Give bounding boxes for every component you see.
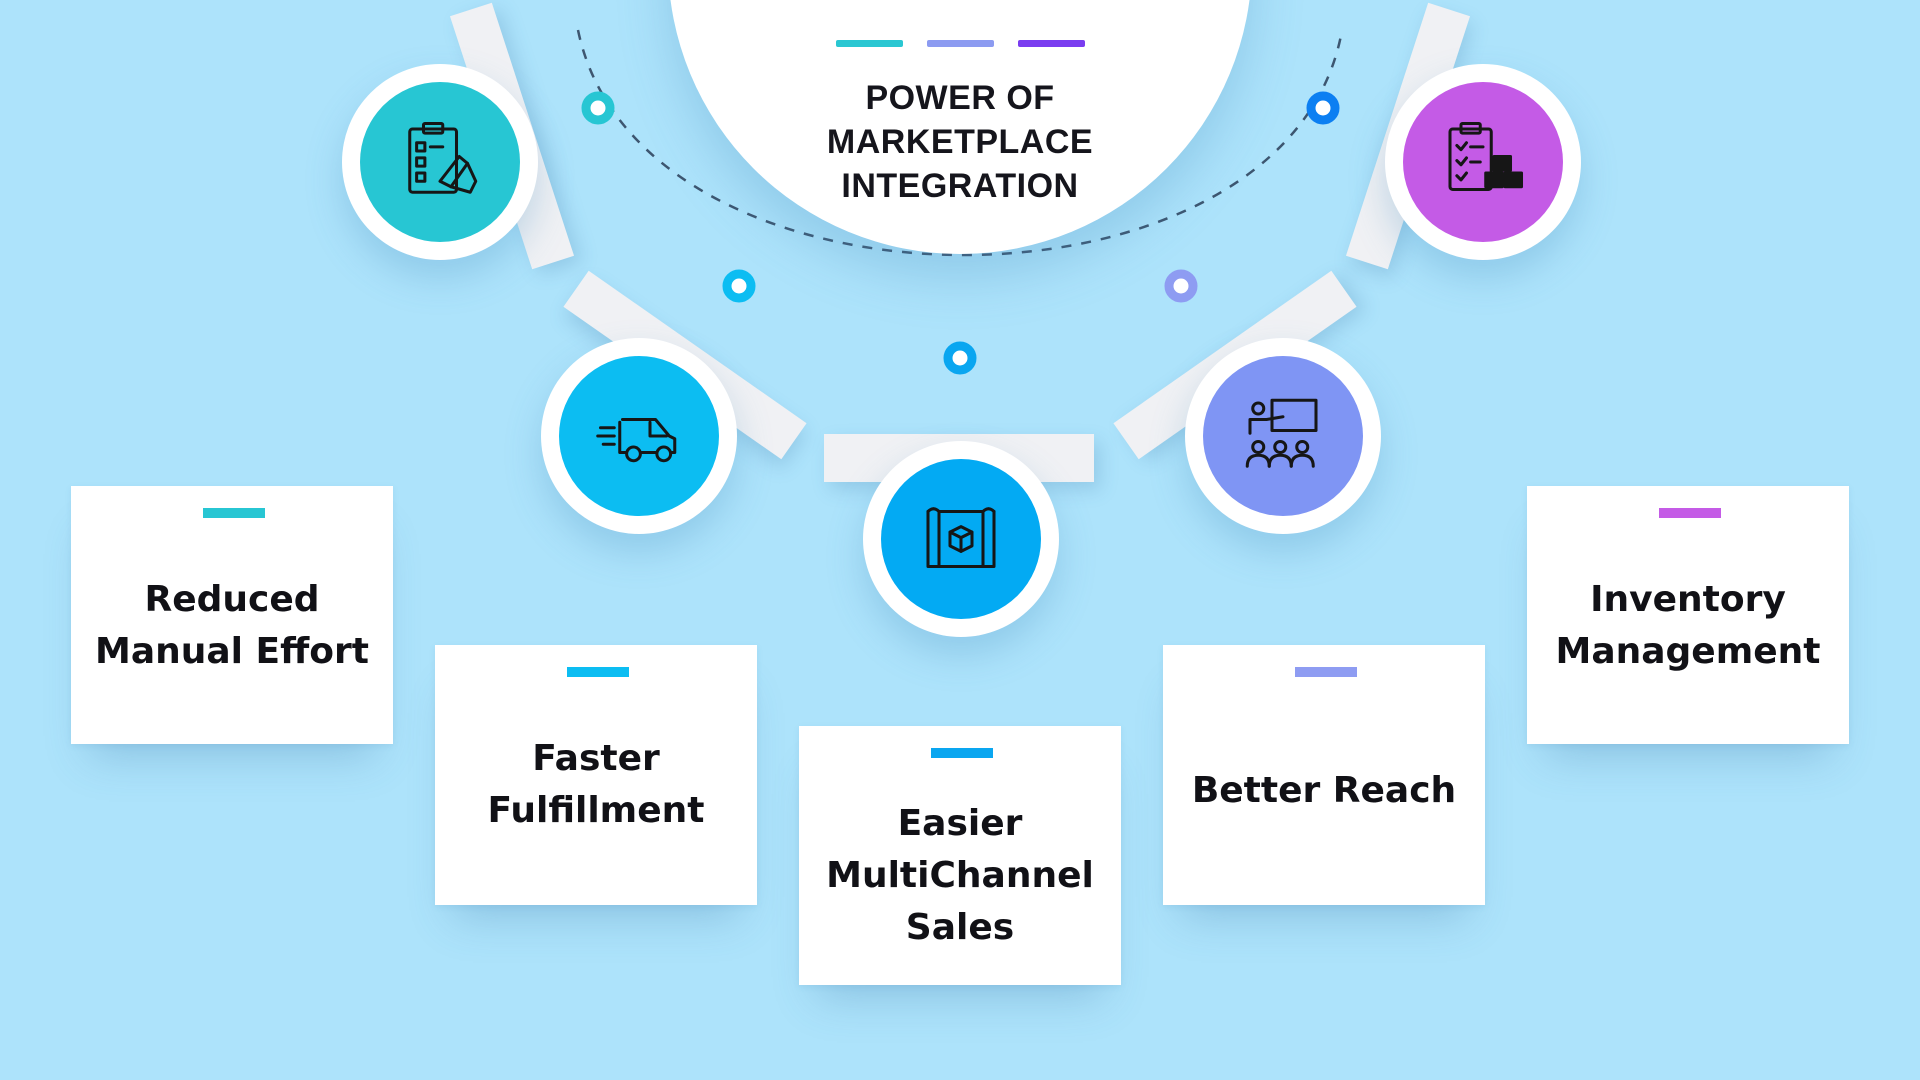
hub-bar-3 [1018,40,1085,47]
presentation-audience-icon [1245,398,1318,468]
icon-ring-1 [342,64,538,260]
card-3: Easier MultiChannel Sales [799,726,1121,985]
card-4: Better Reach [1163,645,1485,905]
card-2-accent-bar [567,667,629,677]
icon-ring-2 [541,338,737,534]
card-5-accent-bar [1659,508,1721,518]
card-1-accent-bar [203,508,265,518]
icon-disc-2 [559,356,719,516]
card-2: Faster Fulfillment [435,645,757,905]
arc-dot-3 [943,341,977,375]
card-1: Reduced Manual Effort [71,486,393,744]
arc-dot-2 [722,269,756,303]
hub-bar-1 [836,40,903,47]
card-1-label: Reduced Manual Effort [81,574,383,678]
card-4-label-line-1: Better Reach [1191,770,1457,811]
icon-disc-1 [360,82,520,242]
hub-color-bars [836,40,1086,48]
card-5-label: Inventory Management [1537,574,1839,678]
icon-disc-5 [1403,82,1563,242]
card-5-label-line-2: Management [1555,631,1821,672]
card-5-label-line-1: Inventory [1590,579,1786,620]
card-3-label-line-1: Easier [897,803,1023,844]
arc-dot-1 [581,91,615,125]
card-3-label-line-2: MultiChannel [826,855,1094,896]
hub-title-line-3: INTEGRATION [841,167,1079,205]
card-1-label-line-1: Reduced [144,579,320,620]
icon-ring-3 [863,441,1059,637]
clipboard-boxes-icon [1448,121,1524,192]
checklist-hand-icon [408,121,478,194]
card-2-label-line-1: Faster [532,738,660,779]
hub-title-line-1: POWER OF [865,79,1055,117]
icon-ring-4 [1185,338,1381,534]
icon-disc-4 [1203,356,1363,516]
card-3-label-line-3: Sales [905,907,1015,948]
icon-ring-5 [1385,64,1581,260]
delivery-truck-icon [596,417,677,463]
card-3-accent-bar [931,748,993,758]
hub-title-line-2: MARKETPLACE [826,123,1094,161]
card-3-label: Easier MultiChannel Sales [809,798,1111,954]
arc-dot-4 [1164,269,1198,303]
card-4-accent-bar [1295,667,1357,677]
hub-bar-2 [927,40,994,47]
map-box-icon [926,507,996,569]
card-4-label: Better Reach [1173,765,1475,817]
card-5: Inventory Management [1527,486,1849,744]
icon-disc-3 [881,459,1041,619]
arc-dot-5 [1306,91,1340,125]
card-2-label-line-2: Fulfillment [487,790,705,831]
card-1-label-line-2: Manual Effort [95,631,369,672]
card-2-label: Faster Fulfillment [445,733,747,837]
hub-title: POWER OF MARKETPLACE INTEGRATION [760,76,1160,208]
